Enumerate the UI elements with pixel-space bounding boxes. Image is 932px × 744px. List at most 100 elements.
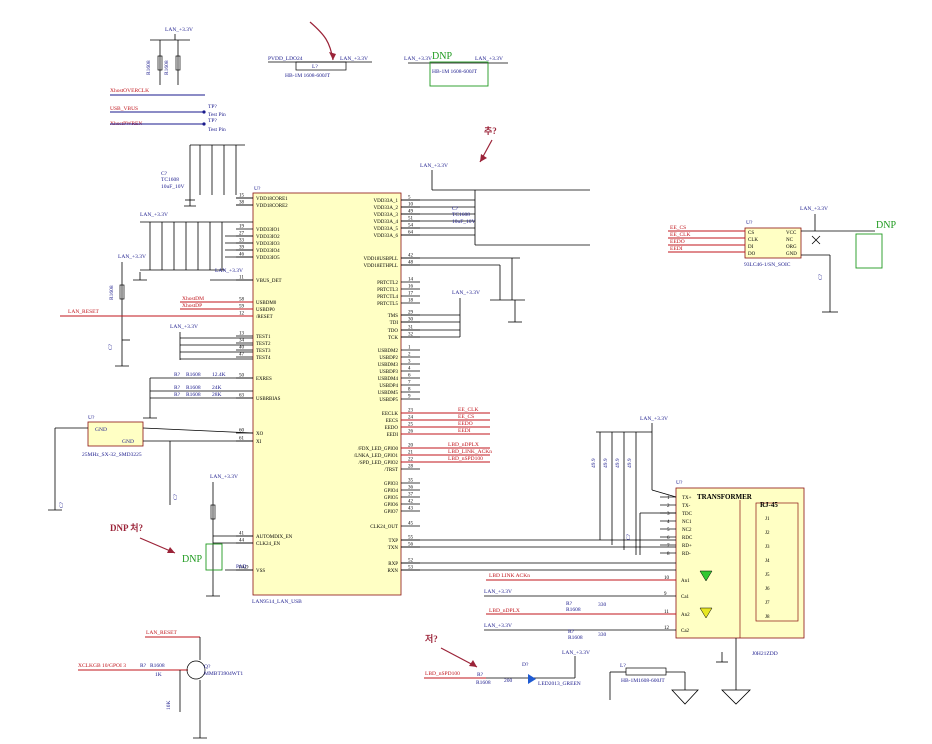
net-lan-reset-b: LAN_RESET	[146, 630, 178, 636]
bottom-ferrite: L? HB-1M1608-600JT	[609, 638, 751, 705]
r-bias2-ref: R?	[174, 392, 181, 398]
net-lan33-n: LAN_+3.3V	[484, 589, 512, 595]
main-ic-right-pin-name: USBDM5	[378, 391, 399, 396]
main-ic-left-pin-num: 41	[239, 532, 245, 537]
main-ic-right-pin-name: CLK24_OUT	[370, 525, 398, 530]
rj-pin-num: 6	[667, 536, 670, 541]
main-ic-ref: U?	[254, 186, 261, 192]
rj-pin-num: 8	[667, 552, 670, 557]
rj-sub: RJ-45	[760, 501, 778, 509]
net-lbd-link-a: LBD_LINK_ACKn	[448, 449, 492, 455]
main-ic-left-pin-name: VDD33IO2	[256, 235, 280, 240]
rj-jack: J4	[765, 559, 770, 564]
q-r-val: 1K	[155, 672, 162, 678]
main-ic-left-pin-num: 63	[239, 394, 245, 399]
main-ic-right-pin-num: 7	[408, 381, 411, 386]
tp-label-b: Test Pin	[208, 127, 226, 133]
main-ic-right-pin-num: 42	[408, 254, 414, 259]
main-ic-right-pin-name: EEDO	[385, 426, 399, 431]
rj-part: J0H21ZDD	[752, 651, 778, 657]
main-ic-left-pin-num: 19	[239, 225, 245, 230]
rj-pin-num: 7	[667, 544, 670, 549]
xtal-gnd-b: GND	[122, 439, 134, 445]
led-part: LED2013_GREEN	[538, 681, 581, 687]
r-led1-ref: R?	[566, 601, 573, 607]
main-ic-right-pin-name: USBDM2	[378, 349, 399, 354]
rj-led-num: 9	[664, 592, 667, 597]
tp-ref-b: TP?	[208, 118, 217, 124]
main-ic-part: LAN9514_LAN_USB	[252, 599, 302, 605]
main-ic-left-pin-num: 40	[239, 346, 245, 351]
main-ic-right-pin-name: TDO	[388, 329, 399, 334]
res-reset-label: R1608	[109, 285, 115, 300]
net-lan33-a: LAN_+3.3V	[165, 27, 193, 33]
main-ic-right-pin-num: 54	[408, 224, 414, 229]
main-ic-right-pin-name: /LNKA_LED_GPIO1	[354, 454, 399, 459]
net-lbd-nspd-a: LBD_nSPD100	[448, 456, 483, 462]
main-ic-right-pin-num: 2	[408, 353, 411, 358]
net-lan33-l: LAN_+3.3V	[800, 206, 828, 212]
main-ic-right-pin-num: 3	[408, 360, 411, 365]
main-ic-left-pin-num: 58	[239, 298, 245, 303]
led-ref: D?	[522, 662, 529, 668]
ferrite-ref-a: L?	[312, 64, 318, 70]
res-label-b: R1608	[164, 60, 170, 75]
main-ic-right-pin-name: /FDX_LED_GPIO0	[358, 447, 399, 452]
r-term-3: 49.9	[615, 458, 621, 468]
add-question: 추?	[484, 125, 497, 136]
main-ic-right-pin-name: EEDI	[387, 433, 399, 438]
net-lan-reset-a: LAN_RESET	[68, 309, 100, 315]
net-lan33-g: LAN_+3.3V	[215, 268, 243, 274]
net-lan33-j: LAN_+3.3V	[420, 163, 448, 169]
rj-jack: J8	[765, 615, 770, 620]
rj-pin-name: NC2	[682, 528, 692, 533]
main-ic-left-pins: 15VDD18CORE138VDD18CORE219VDD33IO127VDD3…	[236, 194, 293, 574]
main-ic-left-pin-num: 39	[239, 246, 245, 251]
eeprom-pin-vcc: VCC	[786, 231, 797, 236]
main-ic-left-pin-name: TEST4	[256, 356, 271, 361]
main-ic-right-pins: 5VDD33A_110VDD33A_249VDD33A_351VDD33A_45…	[354, 196, 420, 574]
rj-ref: U?	[676, 480, 683, 486]
main-ic-right-pin-name: GPIO7	[384, 510, 399, 515]
cap-term-ref: C?	[626, 533, 632, 540]
rj-pin-name: NC1	[682, 520, 692, 525]
main-ic-left-pin-num: 27	[239, 232, 245, 237]
main-ic-right-pin-name: VDD18ETHPLL	[364, 264, 398, 269]
main-ic-right-pin-num: 51	[408, 217, 414, 222]
main-ic-left-pin-name: VDD33IO1	[256, 228, 280, 233]
main-ic-right-pin-num: 29	[408, 311, 414, 316]
main-ic-right-pin-name: USBDM3	[378, 363, 399, 368]
rj-pin-num: 3	[667, 512, 670, 517]
cap-xi-ref: C?	[173, 493, 179, 500]
main-ic-right-pin-name: /TRST	[384, 468, 398, 473]
rj-pin-name: TX+	[682, 496, 692, 501]
net-lan33-f: LAN_+3.3V	[118, 254, 146, 260]
led-drive: LBD LINK ACKn LAN_+3.3V R? R1608 330 LBD…	[484, 573, 676, 641]
rj-led-pin: Ca1	[681, 595, 690, 600]
main-ic-right-pin-num: 23	[408, 409, 414, 414]
r-bias2-pkg: R1608	[186, 392, 201, 398]
net-eedi-b: EEDI	[670, 246, 683, 252]
main-ic-right-pin-name: /SPD_LED_GPIO2	[359, 461, 399, 466]
main-ic-left-pin-num: 60	[239, 429, 245, 434]
net-lbd-ndplx-a: LBD_nDPLX	[448, 442, 479, 448]
net-ee-clk-a: EE_CLK	[458, 407, 478, 413]
q-r-pkg: R1608	[150, 663, 165, 669]
main-ic-left-pin-name: VDD33IO4	[256, 249, 280, 254]
ferrite-val-a: HB-1M 1608-600JT	[285, 73, 331, 79]
rj-led-pin: An2	[681, 613, 690, 618]
main-ic-left-pin-name: VDD33IO3	[256, 242, 280, 247]
rj-pin-name: RD-	[682, 552, 691, 557]
main-ic-right-pin-name: EECS	[386, 419, 398, 424]
main-ic-right-pin-num: 64	[408, 231, 414, 236]
main-ic-right-pin-num: 56	[408, 543, 414, 548]
main-ic-right-pin-num: 32	[408, 333, 414, 338]
eeprom-pin-cs: CS	[748, 231, 754, 236]
main-ic-right-pin-name: USBDM4	[378, 377, 399, 382]
net-lan33-h: LAN_+3.3V	[170, 324, 198, 330]
main-ic-right-pin-name: GPIO5	[384, 496, 399, 501]
top-left-block: LAN_+3.3V R1608 R1608 XhostOVERCLK USB_V…	[110, 27, 226, 133]
cap-group-core: C? TC1608 10uF_10V	[161, 144, 253, 206]
